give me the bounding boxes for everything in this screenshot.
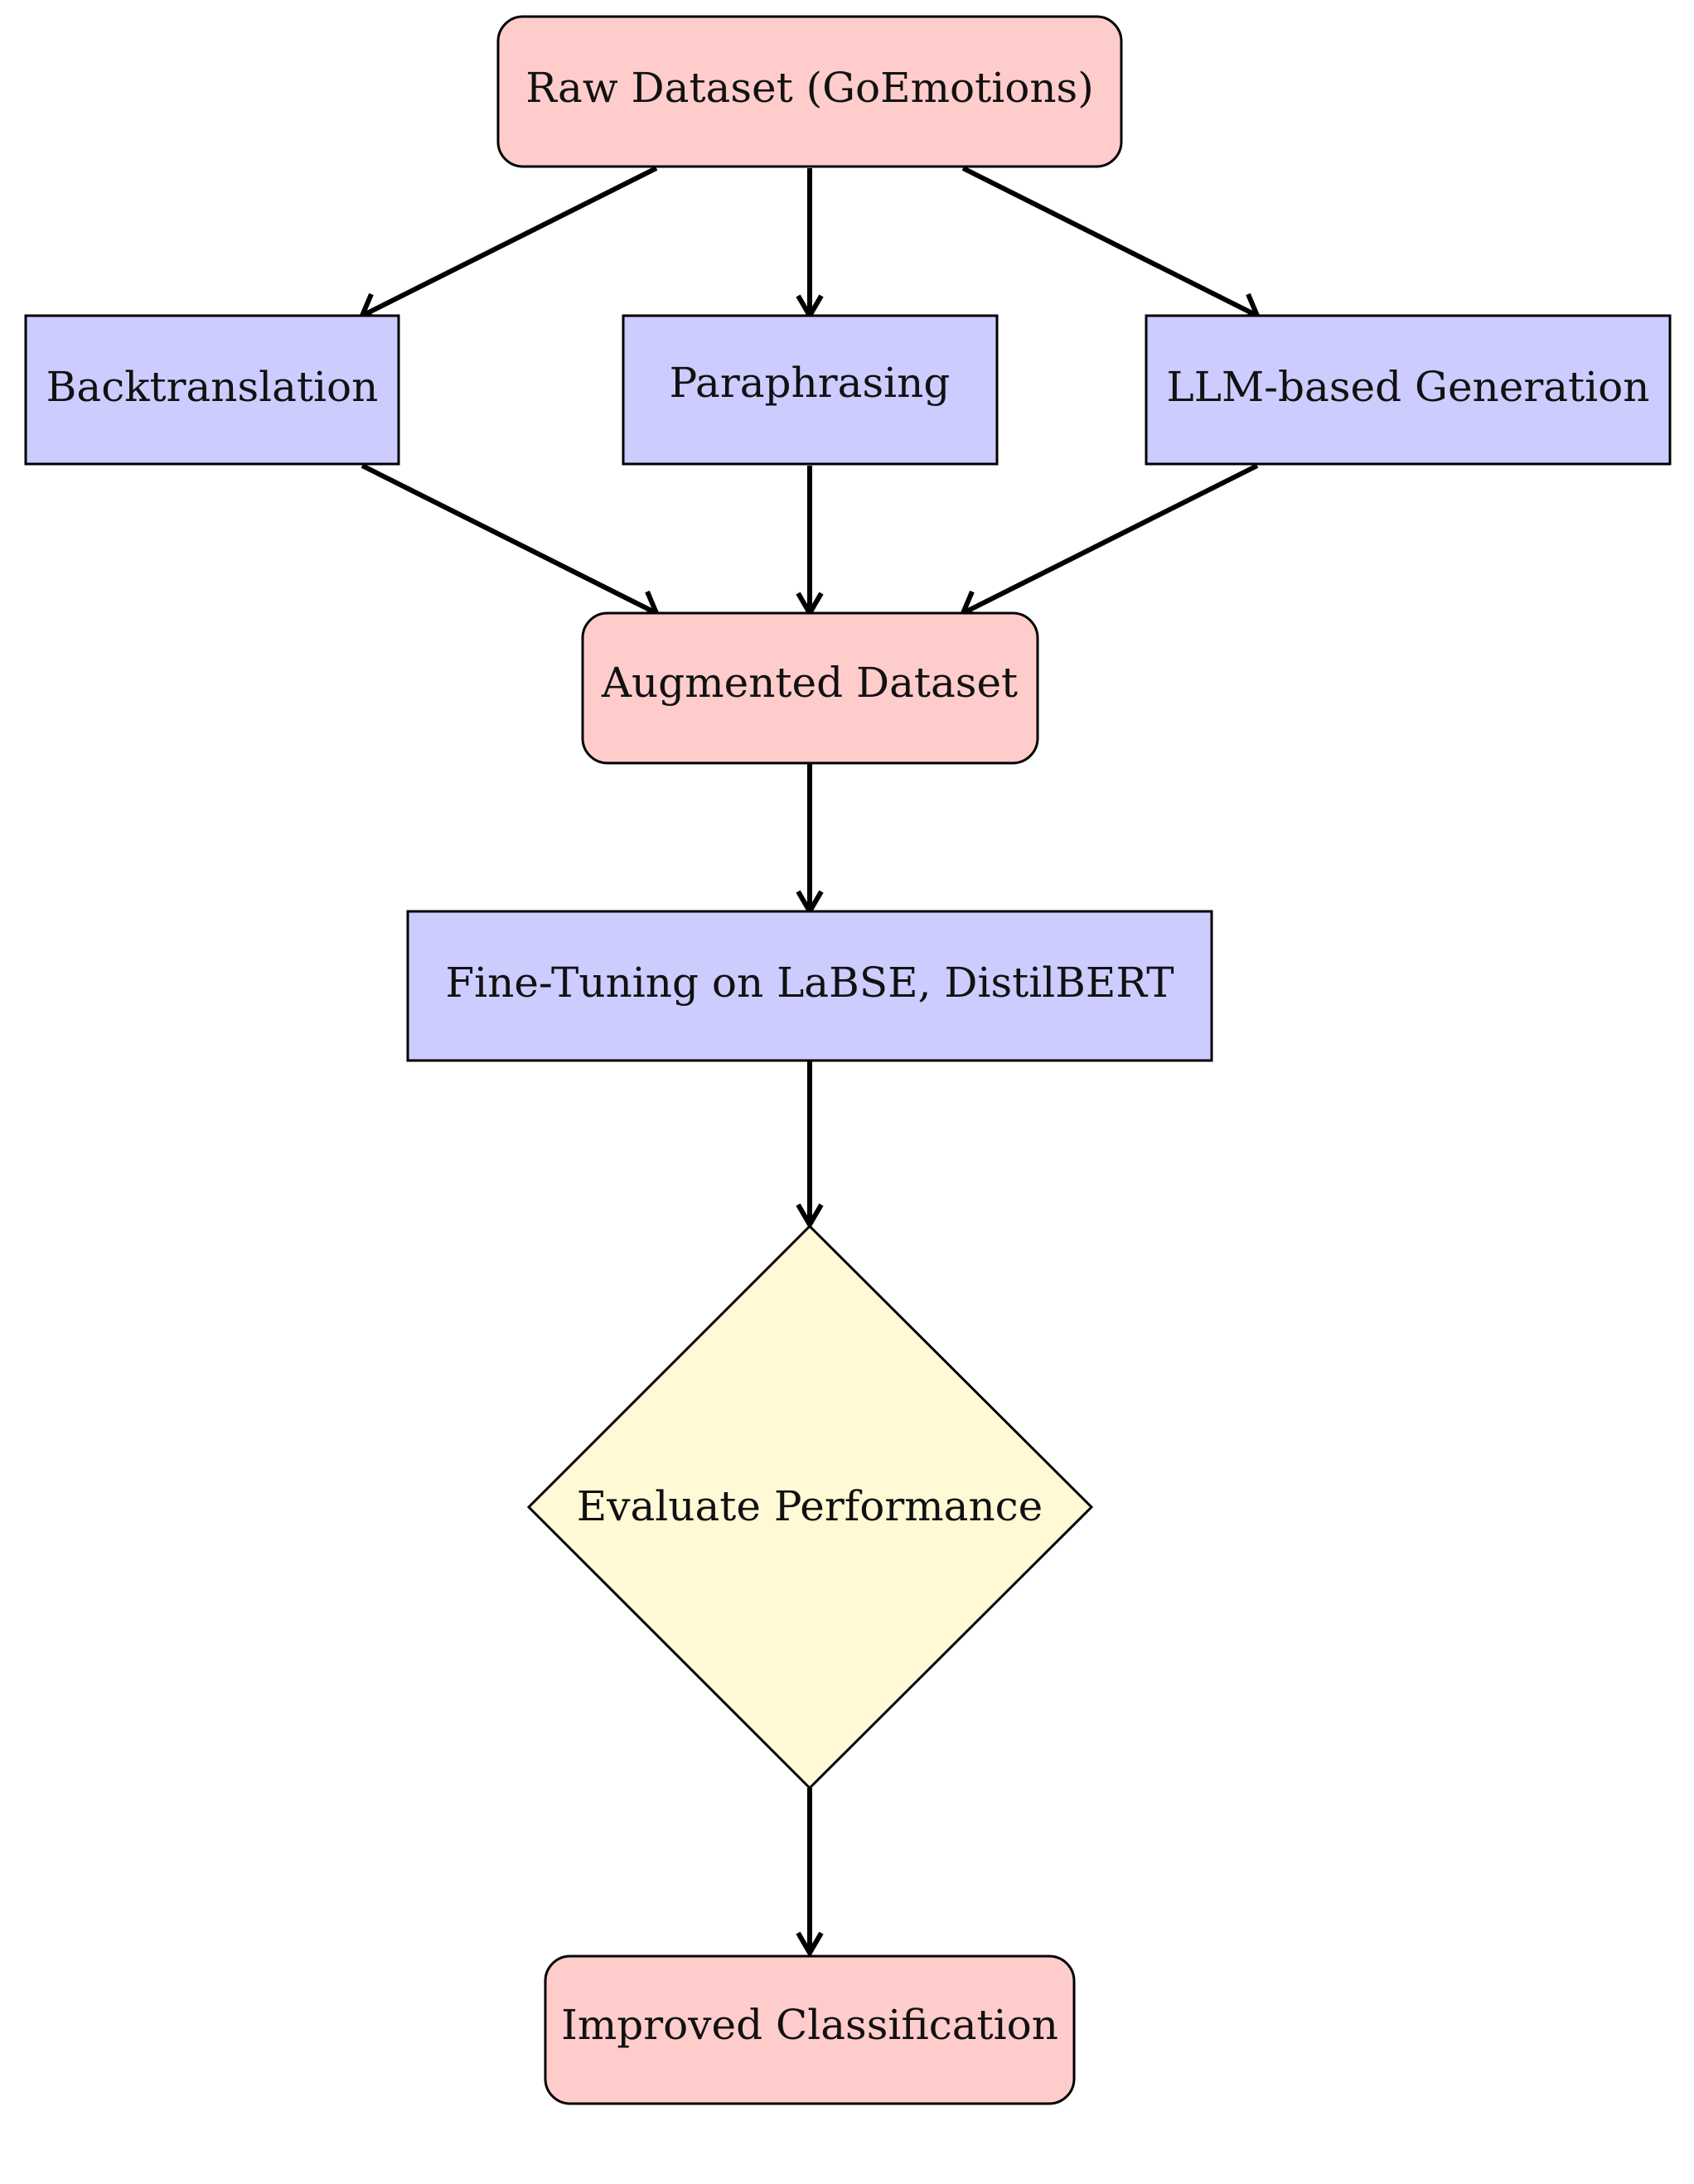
evaluate-label: Evaluate Performance bbox=[577, 1482, 1043, 1530]
evaluate-diamond bbox=[526, 1224, 1094, 1790]
backtranslation-label: Backtranslation bbox=[46, 363, 379, 411]
llm-generation-label: LLM-based Generation bbox=[1167, 363, 1650, 411]
fine-tuning-label: Fine-Tuning on LaBSE, DistilBERT bbox=[445, 959, 1174, 1007]
improved-classification-box bbox=[544, 1954, 1076, 2105]
paraphrasing-label: Paraphrasing bbox=[670, 359, 951, 407]
node-augmented-dataset: Augmented Dataset bbox=[581, 611, 1039, 765]
llm-generation-box bbox=[1145, 314, 1672, 466]
arrowhead-evaluate-to-improved bbox=[796, 1931, 824, 1958]
node-evaluate-performance: Evaluate Performance bbox=[526, 1224, 1094, 1790]
node-backtranslation: Backtranslation bbox=[24, 314, 400, 466]
fine-tuning-box bbox=[406, 910, 1213, 1062]
backtranslation-box bbox=[24, 314, 400, 466]
edge-llm-to-augmented bbox=[961, 463, 1259, 616]
node-llm-generation: LLM-based Generation bbox=[1145, 314, 1672, 466]
edge-raw-to-backtranslation bbox=[361, 166, 658, 318]
augmented-dataset-box bbox=[581, 611, 1039, 765]
raw-dataset-box bbox=[496, 15, 1123, 168]
edge-raw-to-llm bbox=[961, 166, 1259, 318]
node-paraphrasing: Paraphrasing bbox=[622, 314, 999, 466]
node-raw-dataset: Raw Dataset (GoEmotions) bbox=[496, 15, 1123, 168]
augmented-dataset-label: Augmented Dataset bbox=[601, 659, 1018, 707]
node-fine-tuning: Fine-Tuning on LaBSE, DistilBERT bbox=[406, 910, 1213, 1062]
edge-backtranslation-to-augmented bbox=[361, 463, 658, 616]
improved-classification-label: Improved Classification bbox=[561, 2001, 1058, 2049]
node-improved-classification: Improved Classification bbox=[544, 1954, 1076, 2105]
paraphrasing-box bbox=[622, 314, 999, 466]
raw-dataset-label: Raw Dataset (GoEmotions) bbox=[525, 64, 1093, 112]
